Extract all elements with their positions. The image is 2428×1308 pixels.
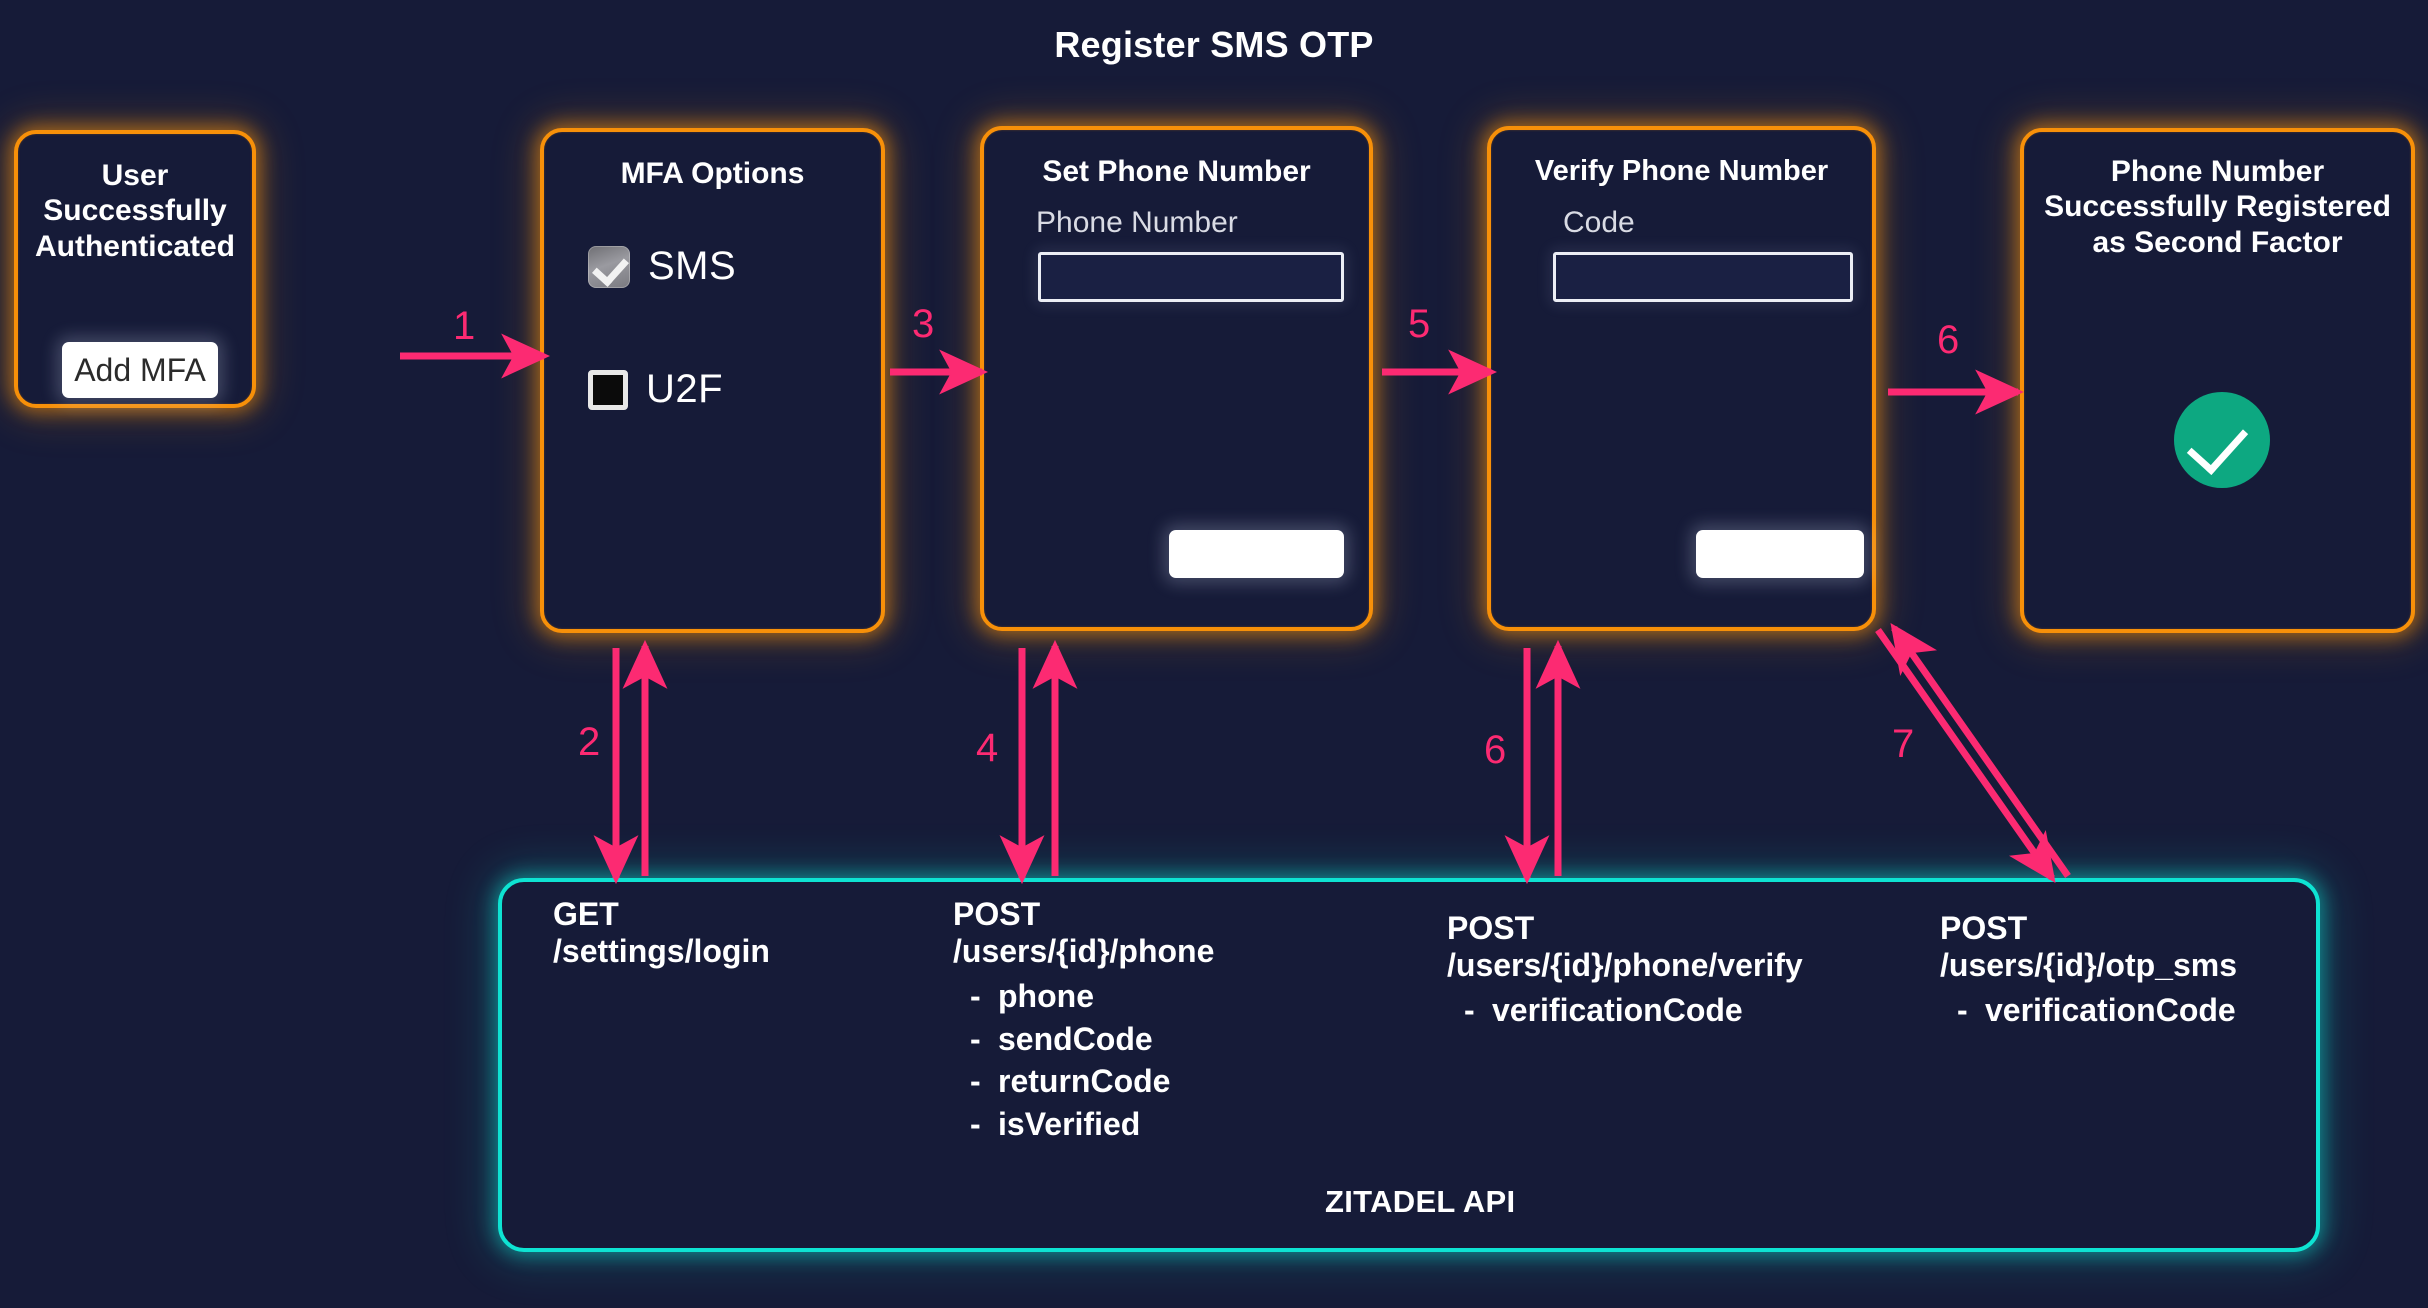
api-verb: POST xyxy=(1447,910,1535,946)
card-title-verify-phone-number: Verify Phone Number xyxy=(1534,155,1829,187)
arrow-7-up xyxy=(1890,622,2071,879)
api-verb: GET xyxy=(553,896,619,932)
card-user-authenticated: User Successfully Authenticated Add MFA xyxy=(14,130,256,408)
code-field-label: Code xyxy=(1563,206,1635,239)
checkbox-unchecked-icon[interactable] xyxy=(588,369,628,410)
api-call-post-phone-verify: POST /users/{id}/phone/verify verificati… xyxy=(1447,912,1803,1032)
set-phone-submit-button[interactable] xyxy=(1169,530,1344,578)
api-path: /users/{id}/phone xyxy=(953,933,1215,969)
api-param: phone xyxy=(970,975,1214,1018)
mfa-option-u2f[interactable]: U2F xyxy=(588,367,723,412)
card-title-phone-registered: Phone Number Successfully Registered as … xyxy=(2044,155,2391,259)
mfa-option-u2f-label: U2F xyxy=(646,367,724,411)
api-param: verificationCode xyxy=(1957,989,2237,1032)
step-number-1: 1 xyxy=(453,304,476,348)
phone-number-input[interactable] xyxy=(1038,252,1344,302)
card-title-set-phone-number: Set Phone Number xyxy=(1042,155,1311,188)
verify-code-submit-button[interactable] xyxy=(1696,530,1864,578)
card-title-mfa-options: MFA Options xyxy=(620,157,805,190)
api-param: verificationCode xyxy=(1464,989,1803,1032)
api-params: verificationCode xyxy=(1957,989,2237,1032)
api-param: returnCode xyxy=(970,1060,1214,1103)
success-check-icon xyxy=(2174,392,2270,488)
api-verb: POST xyxy=(953,896,1041,932)
api-call-post-users-phone: POST /users/{id}/phone phone sendCode re… xyxy=(953,898,1214,1145)
step-number-3: 3 xyxy=(912,302,935,346)
checkbox-checked-icon[interactable] xyxy=(588,245,630,288)
api-path: /users/{id}/otp_sms xyxy=(1940,947,2237,983)
card-set-phone-number: Set Phone Number Phone Number xyxy=(980,126,1373,631)
step-number-2: 2 xyxy=(578,720,601,764)
add-mfa-button[interactable]: Add MFA xyxy=(62,342,218,398)
card-mfa-options: MFA Options SMS U2F xyxy=(540,128,885,633)
step-number-6-bottom: 6 xyxy=(1484,728,1507,772)
api-call-post-otp-sms: POST /users/{id}/otp_sms verificationCod… xyxy=(1940,912,2237,1032)
card-title-user-authenticated: User Successfully Authenticated xyxy=(34,159,235,263)
add-mfa-button-label: Add MFA xyxy=(74,351,206,388)
api-params: verificationCode xyxy=(1464,989,1803,1032)
step-number-5: 5 xyxy=(1408,302,1431,346)
page-title: Register SMS OTP xyxy=(1054,24,1374,65)
api-params: phone sendCode returnCode isVerified xyxy=(970,975,1214,1145)
step-number-6-top: 6 xyxy=(1937,318,1960,362)
api-param: sendCode xyxy=(970,1018,1214,1061)
api-verb: POST xyxy=(1940,910,2028,946)
api-call-get-settings-login: GET /settings/login xyxy=(553,898,770,973)
card-verify-phone-number: Verify Phone Number Code xyxy=(1487,126,1876,631)
card-phone-registered: Phone Number Successfully Registered as … xyxy=(2020,128,2415,633)
phone-number-field-label: Phone Number xyxy=(1036,206,1238,239)
mfa-option-sms-label: SMS xyxy=(648,244,737,288)
mfa-option-sms[interactable]: SMS xyxy=(588,244,736,289)
code-input[interactable] xyxy=(1553,252,1853,302)
step-number-7: 7 xyxy=(1892,722,1915,766)
api-path: /settings/login xyxy=(553,933,770,969)
api-param: isVerified xyxy=(970,1103,1214,1146)
api-box-label: ZITADEL API xyxy=(1325,1184,1516,1219)
step-number-4: 4 xyxy=(976,726,999,770)
api-path: /users/{id}/phone/verify xyxy=(1447,947,1803,983)
zitadel-api-box xyxy=(498,878,2320,1252)
